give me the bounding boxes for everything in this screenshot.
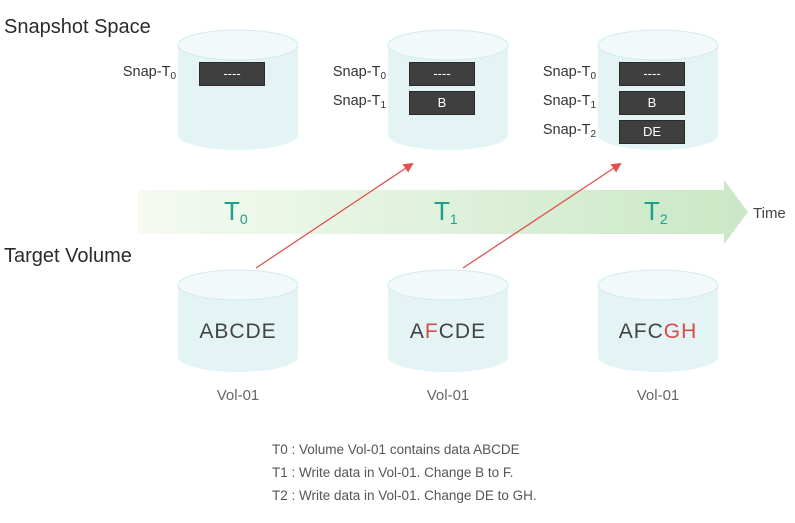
snap-value-box: ---- — [409, 62, 475, 86]
note-t0: T0 : Volume Vol-01 contains data ABCDE — [272, 442, 520, 457]
timepoint-label: T2 — [644, 196, 668, 227]
snap-value-box: ---- — [619, 62, 685, 86]
snap-label: Snap-T1 — [332, 93, 386, 111]
cow-arrow-t2 — [462, 162, 622, 269]
volume-cylinder-0 — [177, 269, 299, 372]
snapshot-space-title: Snapshot Space — [4, 16, 151, 38]
snap-value-box: DE — [619, 120, 685, 144]
volume-name: Vol-01 — [426, 387, 470, 404]
snap-label: Snap-T1 — [542, 93, 596, 111]
note-t2: T2 : Write data in Vol-01. Change DE to … — [272, 488, 537, 503]
timepoint-label: T1 — [434, 196, 458, 227]
time-axis-label: Time — [753, 205, 786, 222]
volume-data: AFCGH — [618, 320, 698, 343]
snap-value-box: ---- — [199, 62, 265, 86]
snapshot-cylinder-0 — [177, 29, 299, 150]
changed-data: GH — [663, 320, 698, 343]
changed-data: F — [424, 320, 439, 343]
timepoint-label: T0 — [224, 196, 248, 227]
volume-data: ABCDE — [199, 320, 277, 343]
volume-cylinder-2 — [597, 269, 719, 372]
snap-label: Snap-T0 — [122, 64, 176, 82]
note-t1: T1 : Write data in Vol-01. Change B to F… — [272, 465, 514, 480]
snap-label: Snap-T0 — [332, 64, 386, 82]
cow-arrow-t1 — [255, 162, 414, 269]
snap-label: Snap-T0 — [542, 64, 596, 82]
snap-value-box: B — [409, 91, 475, 115]
snapshot-cylinder-1 — [387, 29, 509, 150]
volume-name: Vol-01 — [636, 387, 680, 404]
snap-value-box: B — [619, 91, 685, 115]
timeline-arrow — [138, 180, 748, 244]
target-volume-title: Target Volume — [4, 245, 132, 267]
volume-data: AFCDE — [409, 320, 487, 343]
snap-label: Snap-T2 — [542, 122, 596, 140]
volume-name: Vol-01 — [216, 387, 260, 404]
volume-cylinder-1 — [387, 269, 509, 372]
